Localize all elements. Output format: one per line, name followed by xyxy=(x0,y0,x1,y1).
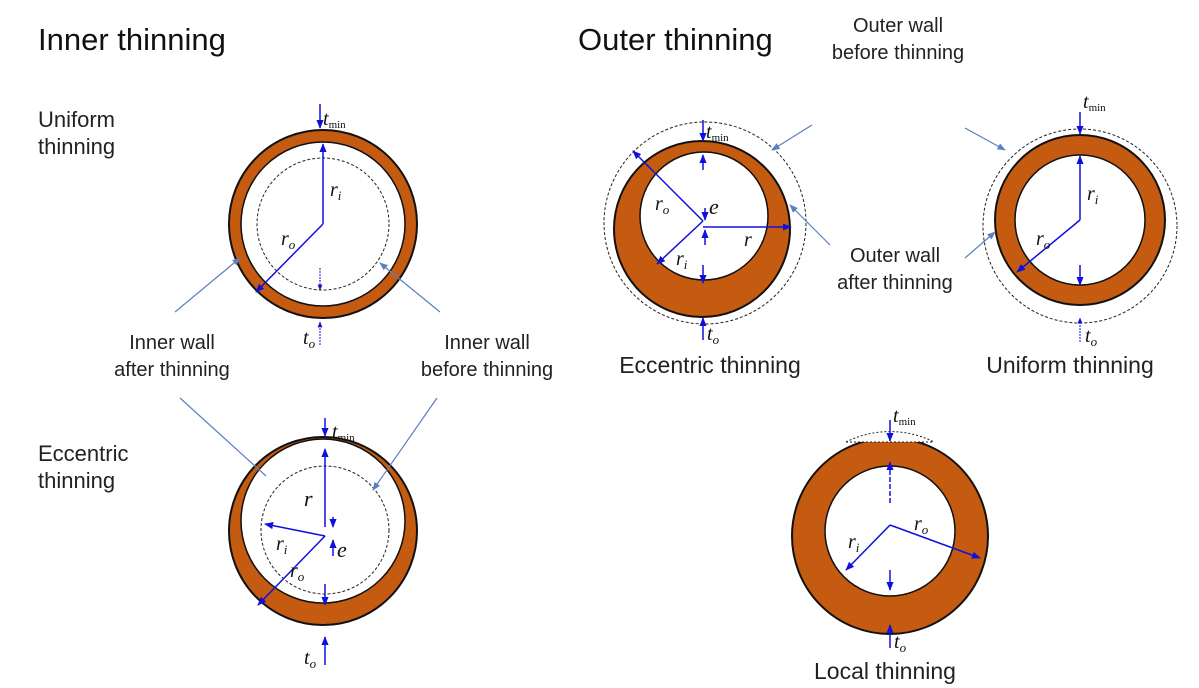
t-min-symbol: tmin xyxy=(323,108,346,131)
outer-local-pipe: tmin ri ro to xyxy=(791,405,989,655)
svg-text:to: to xyxy=(707,323,720,347)
outer-uniform-caption: Uniform thinning xyxy=(986,352,1154,378)
inner-thinning-title: Inner thinning xyxy=(38,22,226,57)
svg-text:tmin: tmin xyxy=(893,405,916,428)
svg-text:r: r xyxy=(744,229,752,251)
svg-text:tmin: tmin xyxy=(1083,91,1106,114)
svg-text:to: to xyxy=(304,647,317,671)
svg-text:e: e xyxy=(709,194,719,219)
inner-eccentric-pipe: tmin r e ri ro to xyxy=(179,397,438,671)
to-symbol: to xyxy=(303,327,316,351)
svg-text:to: to xyxy=(1085,325,1098,349)
ri-symbol: ri xyxy=(330,179,342,203)
svg-text:ri: ri xyxy=(1087,183,1099,207)
outer-thinning-title: Outer thinning xyxy=(578,22,773,57)
svg-text:ri: ri xyxy=(276,533,288,557)
outer-eccentric-pipe: tmin ro e ri r to xyxy=(603,120,831,347)
inner-uniform-pipe: tmin ri ro to xyxy=(174,104,441,351)
outer-uniform-pipe: tmin ri ro to xyxy=(964,91,1178,349)
svg-text:r: r xyxy=(304,486,313,511)
outer-eccentric-caption: Eccentric thinning xyxy=(619,352,801,378)
svg-text:tmin: tmin xyxy=(332,421,355,444)
svg-text:ri: ri xyxy=(848,531,860,555)
svg-text:e: e xyxy=(337,537,347,562)
outer-local-caption: Local thinning xyxy=(814,658,956,684)
svg-text:ri: ri xyxy=(676,248,688,272)
svg-text:to: to xyxy=(894,631,907,655)
